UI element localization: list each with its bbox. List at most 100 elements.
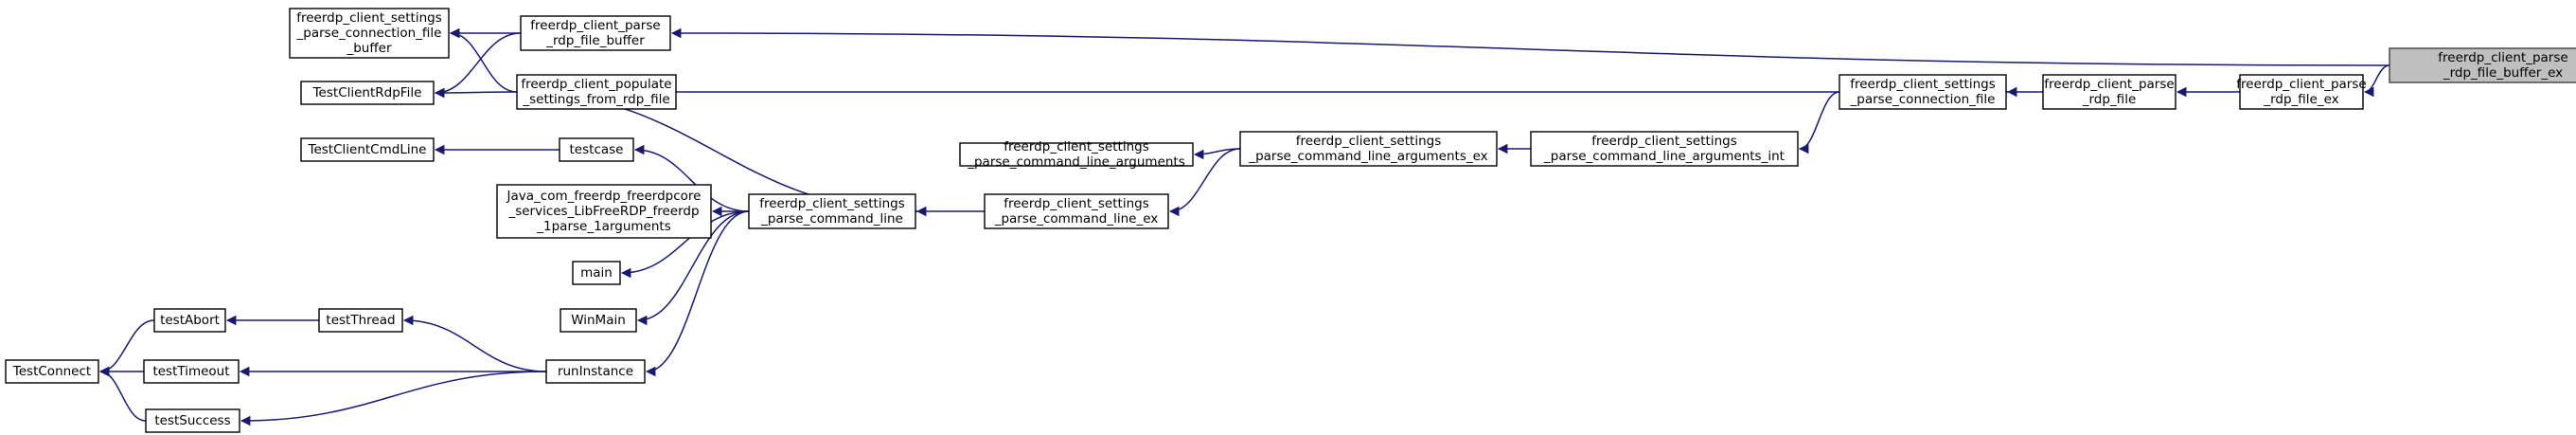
node-box xyxy=(1530,131,1799,167)
node-box xyxy=(300,81,435,105)
edge-rdpfile-test-to-parse-buffer xyxy=(434,32,522,99)
node-box xyxy=(545,359,646,384)
edge-cmdline-ex-to-args-ex xyxy=(1168,148,1241,217)
node-label: _buffer xyxy=(346,41,391,56)
node-conn-file-buffer[interactable]: freerdp_client_settings_parse_connection… xyxy=(289,8,450,59)
edge-winmain-to-cmdline xyxy=(636,210,750,326)
edge-testcase-to-cmdline xyxy=(633,144,750,212)
node-testsuccess[interactable]: testSuccess xyxy=(145,408,240,433)
node-label: _parse_connection_file xyxy=(296,26,442,41)
node-testtimeout[interactable]: testTimeout xyxy=(143,359,240,384)
node-args[interactable]: freerdp_client_settings_parse_command_li… xyxy=(959,139,1194,170)
node-box xyxy=(5,359,99,384)
node-label: testSuccess xyxy=(154,413,230,428)
node-label: _rdp_file_ex xyxy=(2263,92,2338,107)
edge-layer xyxy=(98,27,2390,426)
node-label: TestClientRdpFile xyxy=(312,85,422,100)
node-label: freerdp_client_parse xyxy=(2044,77,2174,92)
node-parse-rdp[interactable]: freerdp_client_parse_rdp_file xyxy=(2042,74,2176,110)
node-box xyxy=(1839,74,2007,110)
node-box xyxy=(145,408,240,433)
node-label: _parse_command_line xyxy=(760,211,903,227)
node-label: _parse_connection_file xyxy=(1850,92,1996,107)
node-parse-buffer[interactable]: freerdp_client_parse_rdp_file_buffer xyxy=(520,15,671,51)
node-label: _parse_command_line_arguments_int xyxy=(1543,149,1785,164)
node-cmdline-test[interactable]: TestClientCmdLine xyxy=(300,137,435,162)
node-runinstance[interactable]: runInstance xyxy=(545,359,646,384)
node-layer: freerdp_client_parse_rdp_file_buffer_exf… xyxy=(5,8,2576,433)
node-rdpfile-test[interactable]: TestClientRdpFile xyxy=(300,81,435,105)
node-box xyxy=(153,308,226,333)
node-box xyxy=(572,261,621,285)
node-label: _parse_command_line_arguments xyxy=(967,154,1185,170)
edge-parse-ex-to-root xyxy=(2363,64,2390,98)
node-box xyxy=(520,15,671,51)
node-java[interactable]: Java_com_freerdp_freerdpcore_services_Li… xyxy=(496,184,712,239)
node-label: freerdp_client_settings xyxy=(1850,77,1995,92)
node-cmdline[interactable]: freerdp_client_settings_parse_command_li… xyxy=(748,193,916,229)
node-label: TestClientCmdLine xyxy=(308,142,427,157)
node-box xyxy=(143,359,240,384)
node-label: runInstance xyxy=(558,364,633,379)
edge-rdpfile-test-to-populate xyxy=(434,87,518,99)
node-args-ex[interactable]: freerdp_client_settings_parse_command_li… xyxy=(1239,131,1498,167)
node-testabort[interactable]: testAbort xyxy=(153,308,226,333)
node-testconnect[interactable]: TestConnect xyxy=(5,359,99,384)
node-label: testTimeout xyxy=(152,364,229,379)
node-box xyxy=(516,74,677,110)
node-box xyxy=(959,142,1194,167)
node-label: WinMain xyxy=(571,313,626,328)
node-label: freerdp_client_settings xyxy=(1004,139,1148,154)
node-label: _parse_command_line_arguments_ex xyxy=(1248,149,1487,164)
node-box xyxy=(1239,131,1498,167)
node-label: freerdp_client_settings xyxy=(759,196,904,211)
edge-parse-buffer-to-root xyxy=(670,27,2390,66)
node-label: _settings_from_rdp_file xyxy=(522,92,669,107)
edge-testsuccess-to-runinstance xyxy=(240,371,547,426)
node-label: TestConnect xyxy=(12,364,91,379)
node-label: freerdp_client_settings xyxy=(296,10,441,26)
node-label: freerdp_client_populate xyxy=(521,77,671,92)
node-box xyxy=(748,193,916,229)
node-box xyxy=(2239,74,2364,110)
edge-args-int-to-conn-file xyxy=(1798,91,1840,154)
edge-main-to-cmdline xyxy=(620,210,750,279)
node-label: _parse_command_line_ex xyxy=(994,211,1159,227)
node-label: testcase xyxy=(570,142,624,157)
node-box xyxy=(300,137,435,162)
node-label: freerdp_client_settings xyxy=(1004,196,1148,211)
node-label: freerdp_client_parse xyxy=(530,18,660,33)
node-label: _rdp_file_buffer_ex xyxy=(2443,65,2563,81)
node-label: freerdp_client_settings xyxy=(1591,134,1736,149)
node-winmain[interactable]: WinMain xyxy=(560,308,637,333)
node-label: _1parse_1arguments xyxy=(536,219,670,234)
node-box xyxy=(560,308,637,333)
node-box xyxy=(559,137,634,162)
node-box xyxy=(2389,47,2576,83)
node-label: testThread xyxy=(326,313,395,328)
edge-conn-file-buffer-to-populate xyxy=(449,27,518,93)
node-testthread[interactable]: testThread xyxy=(318,308,403,333)
node-main[interactable]: main xyxy=(572,261,621,285)
node-label: main xyxy=(580,265,613,281)
edge-runinstance-to-cmdline xyxy=(645,210,750,377)
node-root[interactable]: freerdp_client_parse_rdp_file_buffer_ex xyxy=(2389,47,2576,83)
node-label: _rdp_file xyxy=(2082,92,2137,107)
node-box xyxy=(318,308,403,333)
edge-testconnect-to-testsuccess xyxy=(98,366,147,422)
node-label: Java_com_freerdp_freerdpcore xyxy=(506,189,702,204)
node-box xyxy=(496,184,712,239)
node-testcase[interactable]: testcase xyxy=(559,137,634,162)
node-args-int[interactable]: freerdp_client_settings_parse_command_li… xyxy=(1530,131,1799,167)
node-label: freerdp_client_parse xyxy=(2438,50,2567,65)
node-label: freerdp_client_settings xyxy=(1296,134,1441,149)
node-cmdline-ex[interactable]: freerdp_client_settings_parse_command_li… xyxy=(984,193,1169,229)
node-box xyxy=(289,8,450,59)
node-box xyxy=(984,193,1169,229)
node-conn-file[interactable]: freerdp_client_settings_parse_connection… xyxy=(1839,74,2007,110)
node-parse-ex[interactable]: freerdp_client_parse_rdp_file_ex xyxy=(2236,74,2367,110)
node-populate[interactable]: freerdp_client_populate_settings_from_rd… xyxy=(516,74,677,110)
node-label: freerdp_client_parse xyxy=(2236,77,2366,92)
node-label: testAbort xyxy=(160,313,220,328)
